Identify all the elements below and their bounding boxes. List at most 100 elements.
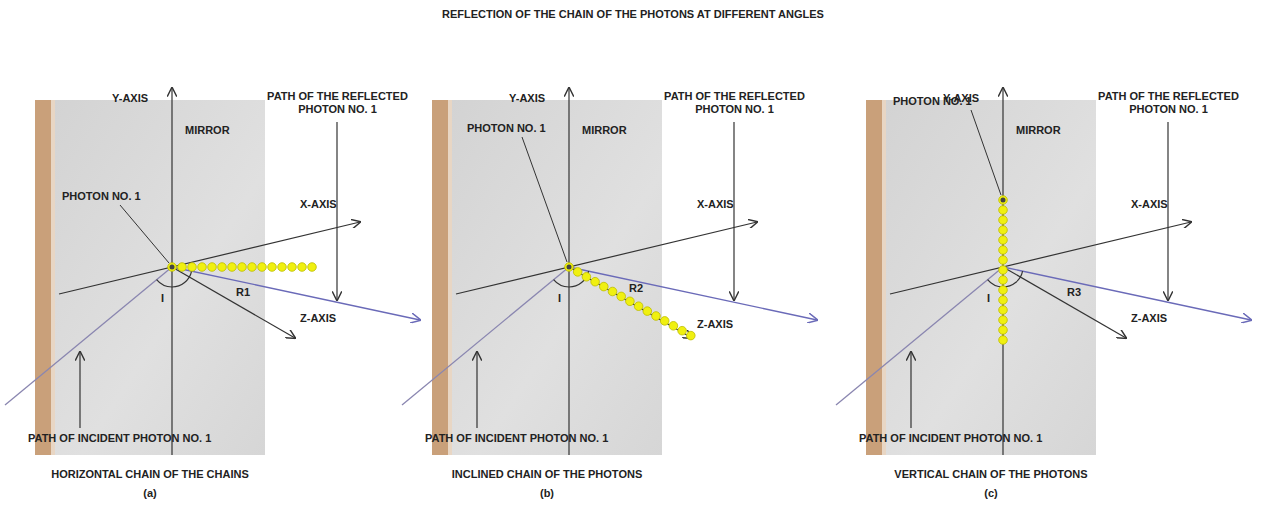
photon xyxy=(678,326,687,335)
axis-label: I xyxy=(161,292,164,305)
z-axis xyxy=(1003,267,1126,338)
photon xyxy=(288,263,297,272)
photon xyxy=(626,297,635,306)
axis-label: R2 xyxy=(629,282,643,295)
photon xyxy=(565,263,574,272)
photon-no-1 xyxy=(567,265,572,270)
photon xyxy=(669,322,678,331)
axis-label: X-AXIS xyxy=(697,198,734,211)
mirror-label: MIRROR xyxy=(582,124,627,137)
photon xyxy=(248,263,257,272)
panel-letter: (a) xyxy=(143,487,156,500)
photon xyxy=(999,296,1008,305)
mirror-edge xyxy=(448,100,452,455)
incident-path xyxy=(5,267,172,405)
axis-label: Z-AXIS xyxy=(1131,312,1167,325)
photon xyxy=(617,292,626,301)
photon xyxy=(999,196,1008,205)
panel-caption: INCLINED CHAIN OF THE PHOTONS xyxy=(452,468,642,481)
photon xyxy=(608,287,617,296)
photon xyxy=(268,263,277,272)
photon xyxy=(999,306,1008,315)
photon xyxy=(278,263,287,272)
photon-no-1 xyxy=(1001,198,1006,203)
axis-label: Z-AXIS xyxy=(697,318,733,331)
photon xyxy=(218,263,227,272)
axis-label: PATH OF THE REFLECTED PHOTON NO. 1 xyxy=(250,90,425,116)
mirror-edge xyxy=(866,100,882,455)
axis-label: R3 xyxy=(1067,286,1081,299)
pointer-arrow xyxy=(476,352,477,428)
photon xyxy=(999,256,1008,265)
pointer-arrow xyxy=(1167,122,1168,300)
photon xyxy=(188,263,197,272)
incident-path xyxy=(402,267,569,405)
photon xyxy=(198,263,207,272)
photon xyxy=(999,246,1008,255)
photon xyxy=(582,273,591,282)
axis-label: R1 xyxy=(236,286,250,299)
angle-arc xyxy=(172,271,192,287)
mirror-label: MIRROR xyxy=(185,124,230,137)
photon xyxy=(634,302,643,311)
photon xyxy=(308,263,317,272)
photon xyxy=(687,331,696,340)
photon xyxy=(238,263,247,272)
axis-label: X-AXIS xyxy=(1131,198,1168,211)
angle-arc xyxy=(157,280,172,287)
reflected-path xyxy=(1003,267,1251,320)
photon xyxy=(228,263,237,272)
x-axis xyxy=(456,222,757,294)
photon xyxy=(600,282,609,291)
axis-label: PATH OF INCIDENT PHOTON NO. 1 xyxy=(425,432,608,445)
mirror: MIRROR xyxy=(35,100,265,455)
pointer-arrow xyxy=(79,352,80,428)
panel-caption: HORIZONTAL CHAIN OF THE CHAINS xyxy=(51,468,249,481)
photon xyxy=(999,316,1008,325)
mirror-edge xyxy=(432,100,448,455)
photon xyxy=(208,263,217,272)
panel-caption: VERTICAL CHAIN OF THE PHOTONS xyxy=(894,468,1087,481)
z-axis xyxy=(172,267,295,338)
photon xyxy=(999,266,1008,275)
photon xyxy=(999,336,1008,345)
photon xyxy=(999,236,1008,245)
reflected-path xyxy=(172,267,420,320)
photon xyxy=(999,286,1008,295)
axis-label: PATH OF INCIDENT PHOTON NO. 1 xyxy=(859,432,1042,445)
photon xyxy=(652,312,661,321)
mirror-label: MIRROR xyxy=(1016,124,1061,137)
axis-label: PATH OF THE REFLECTED PHOTON NO. 1 xyxy=(647,90,822,116)
photon xyxy=(178,263,187,272)
panel-letter: (c) xyxy=(984,487,997,500)
panel-letter: (b) xyxy=(540,487,554,500)
mirror: MIRROR xyxy=(866,100,1096,455)
mirror-surface xyxy=(35,100,265,455)
x-axis xyxy=(59,222,360,294)
axis-label: PHOTON NO. 1 xyxy=(62,190,141,203)
mirror-edge xyxy=(882,100,886,455)
axis-label: PATH OF THE REFLECTED PHOTON NO. 1 xyxy=(1081,90,1256,116)
leader-line xyxy=(120,205,169,263)
mirror: MIRROR xyxy=(432,100,662,455)
photon xyxy=(999,226,1008,235)
axis-label: I xyxy=(558,292,561,305)
x-axis xyxy=(890,222,1191,294)
diagram-title: REFLECTION OF THE CHAIN OF THE PHOTONS A… xyxy=(442,8,824,21)
photon xyxy=(573,268,582,277)
axis-label: Y-AXIS xyxy=(509,92,545,105)
mirror-surface xyxy=(432,100,662,455)
photon-no-1 xyxy=(170,265,175,270)
photon xyxy=(168,263,177,272)
mirror-edge xyxy=(51,100,55,455)
axis-label: PHOTON NO. 1 xyxy=(893,95,972,108)
incident-path xyxy=(836,267,1003,405)
leader-line xyxy=(522,137,567,262)
axis-label: I xyxy=(987,292,990,305)
z-axis xyxy=(569,267,692,338)
photon xyxy=(999,326,1008,335)
angle-arc xyxy=(554,280,569,287)
pointer-arrow xyxy=(910,352,911,428)
photon xyxy=(258,263,267,272)
